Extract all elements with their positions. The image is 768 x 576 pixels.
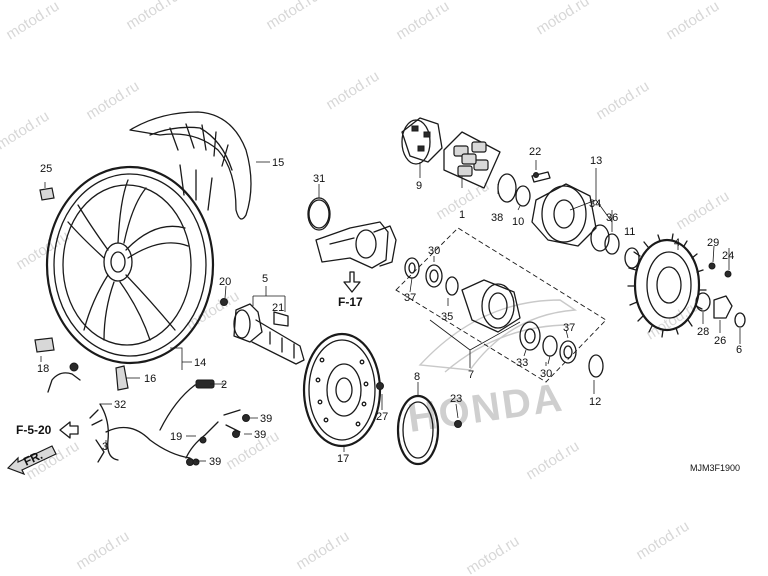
callout-10: 10 xyxy=(512,216,524,228)
callout-13: 13 xyxy=(590,155,602,167)
caliper-bracket xyxy=(308,199,397,269)
rear-wheel xyxy=(45,165,215,365)
callout-34: 34 xyxy=(589,198,601,210)
watermark: motod.ru xyxy=(663,0,722,43)
callout-5: 5 xyxy=(262,273,268,285)
reference-f520-label: F-5-20 xyxy=(16,423,52,437)
callout-39c: 39 xyxy=(209,456,221,468)
watermark: motod.ru xyxy=(643,298,702,344)
watermark: motod.ru xyxy=(3,0,62,43)
callout-35: 35 xyxy=(441,311,453,323)
callout-17: 17 xyxy=(337,453,349,465)
callout-15: 15 xyxy=(272,157,284,169)
callout-28: 28 xyxy=(697,326,709,338)
callout-32: 32 xyxy=(114,399,126,411)
callout-27: 27 xyxy=(376,411,388,423)
hub-assembly-box xyxy=(395,227,607,383)
driven-flange xyxy=(531,183,640,269)
callout-39a: 39 xyxy=(260,413,272,425)
reference-f17: F-17 xyxy=(338,271,363,309)
callout-26: 26 xyxy=(714,335,726,347)
callout-22: 22 xyxy=(529,146,541,158)
diagram-code: MJM3F1900 xyxy=(690,463,740,473)
watermark: motod.ru xyxy=(593,78,652,124)
callout-8: 8 xyxy=(414,371,420,383)
callout-25: 25 xyxy=(40,163,52,175)
callout-31: 31 xyxy=(313,173,325,185)
callout-20: 20 xyxy=(219,276,231,288)
reference-f17-label: F-17 xyxy=(338,295,363,309)
callout-16: 16 xyxy=(144,373,156,385)
brake-disc xyxy=(302,332,382,448)
callout-4: 4 xyxy=(674,237,680,249)
reference-f520: F-5-20 xyxy=(16,421,79,439)
watermark-layer: motod.ru motod.ru motod.ru motod.ru moto… xyxy=(0,0,732,576)
watermark: motod.ru xyxy=(523,438,582,484)
watermark: motod.ru xyxy=(83,78,142,124)
rear-tire xyxy=(129,111,252,220)
callout-2: 2 xyxy=(221,379,227,391)
watermark: motod.ru xyxy=(323,68,382,114)
sprocket-hardware xyxy=(695,262,746,328)
watermark: motod.ru xyxy=(123,0,182,33)
callout-39b: 39 xyxy=(254,429,266,441)
watermark: motod.ru xyxy=(183,288,242,334)
brand-logo-text: HONDA xyxy=(405,376,566,441)
final-driven-sprocket xyxy=(627,233,707,338)
callout-33: 33 xyxy=(516,357,528,369)
watermark: motod.ru xyxy=(73,528,132,574)
callout-9: 9 xyxy=(416,180,422,192)
watermark: motod.ru xyxy=(673,188,732,234)
callout-36: 36 xyxy=(606,212,618,224)
callout-14: 14 xyxy=(194,357,206,369)
callout-12: 12 xyxy=(589,396,601,408)
watermark: motod.ru xyxy=(223,428,282,474)
misc-seals xyxy=(533,172,604,378)
watermark: motod.ru xyxy=(533,0,592,38)
callout-37a: 37 xyxy=(404,292,416,304)
callout-7: 7 xyxy=(468,369,474,381)
watermark: motod.ru xyxy=(293,528,352,574)
leader-lines xyxy=(40,160,741,462)
hub-assembly xyxy=(404,257,577,364)
watermark: motod.ru xyxy=(263,0,322,33)
watermark: motod.ru xyxy=(0,108,52,154)
callout-18: 18 xyxy=(37,363,49,375)
watermark: motod.ru xyxy=(633,518,692,564)
callout-29: 29 xyxy=(707,237,719,249)
damper-holder xyxy=(401,117,443,165)
callout-37b: 37 xyxy=(563,322,575,334)
callout-30b: 30 xyxy=(540,368,552,380)
callout-24: 24 xyxy=(722,250,734,262)
rear-axle xyxy=(233,303,305,365)
callout-19: 19 xyxy=(170,431,182,443)
callouts: 15 25 31 9 1 38 10 22 13 34 36 11 4 29 2… xyxy=(37,146,742,468)
watermark: motod.ru xyxy=(393,0,452,43)
callout-6: 6 xyxy=(736,344,742,356)
watermark: motod.ru xyxy=(463,533,522,576)
callout-30a: 30 xyxy=(428,245,440,257)
small-parts-left xyxy=(34,187,228,466)
callout-23: 23 xyxy=(450,393,462,405)
callout-1: 1 xyxy=(459,209,465,221)
callout-38: 38 xyxy=(491,212,503,224)
damper-rubbers xyxy=(443,131,501,189)
callout-21: 21 xyxy=(272,302,284,314)
callout-3: 3 xyxy=(102,441,108,453)
callout-11: 11 xyxy=(624,226,635,238)
